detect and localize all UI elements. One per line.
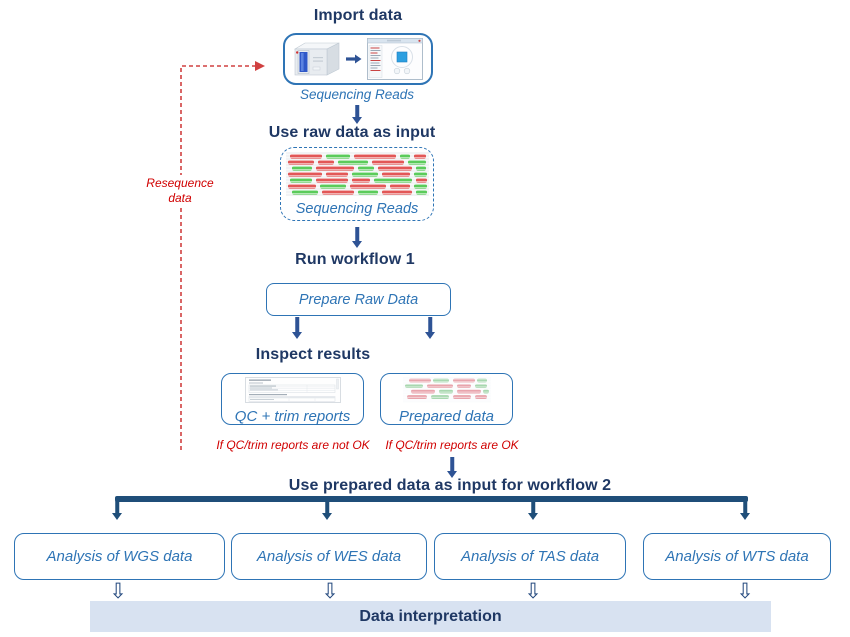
- analysis-wgs-label: Analysis of WGS data: [46, 548, 193, 565]
- arrow-workflow1-left: [289, 317, 305, 339]
- double-down-arrow-icon: ⇩: [109, 579, 127, 603]
- caption-sequencing-reads-raw: Sequencing Reads: [295, 201, 419, 217]
- branch-label-ok: If QC/trim reports are OK: [385, 438, 519, 452]
- right-arrow-icon: [346, 54, 362, 64]
- heading-use-prepared-data: Use prepared data as input for workflow …: [288, 477, 612, 494]
- prepare-raw-data-label: Prepare Raw Data: [298, 291, 419, 308]
- arrow-ok-to-workflow2: [444, 457, 460, 478]
- analysis-wes-label: Analysis of WES data: [256, 548, 402, 565]
- arrow-workflow1-right: [422, 317, 438, 339]
- data-interpretation-bar: Data interpretation: [90, 601, 771, 632]
- analysis-wts-label: Analysis of WTS data: [665, 548, 809, 565]
- sequencer-machine-icon: [293, 42, 340, 76]
- qc-trim-reports-label: QC + trim reports: [234, 408, 351, 425]
- bar-drop-arrow-2: [319, 501, 335, 520]
- data-interpretation-label: Data interpretation: [359, 608, 502, 625]
- analysis-wes-box: Analysis of WES data: [231, 533, 427, 580]
- analysis-wts-box: Analysis of WTS data: [643, 533, 831, 580]
- qc-trim-reports-box: QC + trim reports: [221, 373, 364, 425]
- bar-drop-arrow-3: [525, 501, 541, 520]
- workflow2-distribution-bar: [115, 496, 748, 502]
- heading-import-data: Import data: [313, 7, 403, 24]
- workbench-window-icon: [367, 38, 423, 80]
- analysis-tas-label: Analysis of TAS data: [460, 548, 600, 565]
- resequence-data-label: Resequence data: [140, 175, 220, 207]
- caption-sequencing-reads-import: Sequencing Reads: [299, 87, 415, 102]
- double-down-arrow-icon: ⇩: [524, 579, 542, 603]
- prepared-reads-icon: [402, 377, 491, 403]
- bar-drop-arrow-1: [109, 501, 125, 520]
- prepare-raw-data-box: Prepare Raw Data: [266, 283, 451, 316]
- qc-report-icon: [244, 377, 341, 403]
- prepared-data-box: Prepared data: [380, 373, 513, 425]
- analysis-tas-box: Analysis of TAS data: [434, 533, 626, 580]
- branch-label-not-ok: If QC/trim reports are not OK: [216, 438, 370, 452]
- prepared-data-label: Prepared data: [398, 408, 495, 425]
- arrow-import-to-raw: [349, 105, 365, 124]
- double-down-arrow-icon: ⇩: [736, 579, 754, 603]
- heading-inspect-results: Inspect results: [255, 346, 371, 363]
- sequencing-reads-icon: [285, 152, 429, 196]
- bar-drop-arrow-4: [737, 501, 753, 520]
- arrow-raw-to-workflow1: [349, 227, 365, 248]
- heading-use-raw-data: Use raw data as input: [268, 124, 436, 141]
- import-data-box: [283, 33, 433, 85]
- raw-data-dashed-box: Sequencing Reads: [280, 147, 434, 221]
- heading-run-workflow-1: Run workflow 1: [295, 251, 415, 268]
- analysis-wgs-box: Analysis of WGS data: [14, 533, 225, 580]
- double-down-arrow-icon: ⇩: [321, 579, 339, 603]
